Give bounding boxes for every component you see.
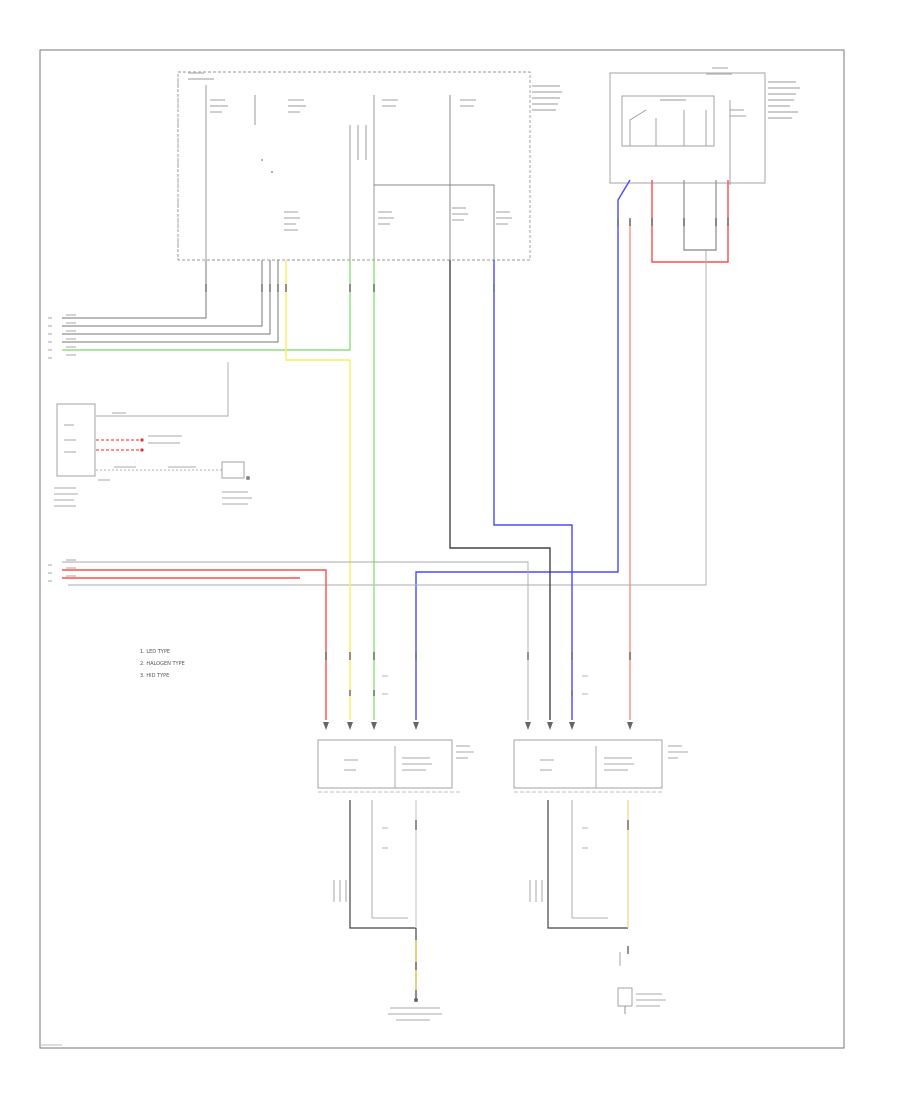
diagram-frame xyxy=(39,49,845,1049)
diagram-legend: 1. LED TYPE 2. HALOGEN TYPE 3. HID TYPE xyxy=(140,649,185,679)
wire-red-left xyxy=(62,569,327,720)
wire-yellow-top xyxy=(285,260,351,720)
left-headlight-assembly xyxy=(317,739,474,1021)
top-main-module xyxy=(177,71,562,261)
wire-gray-relay-2 xyxy=(68,250,707,586)
wire-blue-down xyxy=(493,260,573,720)
wire-blue-relay xyxy=(415,179,631,720)
legend-item-1: 1. LED TYPE xyxy=(140,649,170,655)
wire-black-down xyxy=(449,260,551,720)
right-headlight-assembly xyxy=(513,739,688,1014)
wire-gray-relay-1 xyxy=(683,180,717,251)
top-right-relay xyxy=(609,67,800,185)
legend-item-3: 3. HID TYPE xyxy=(140,673,169,679)
legend-item-2: 2. HALOGEN TYPE xyxy=(140,661,185,667)
combination-switch xyxy=(54,403,252,507)
